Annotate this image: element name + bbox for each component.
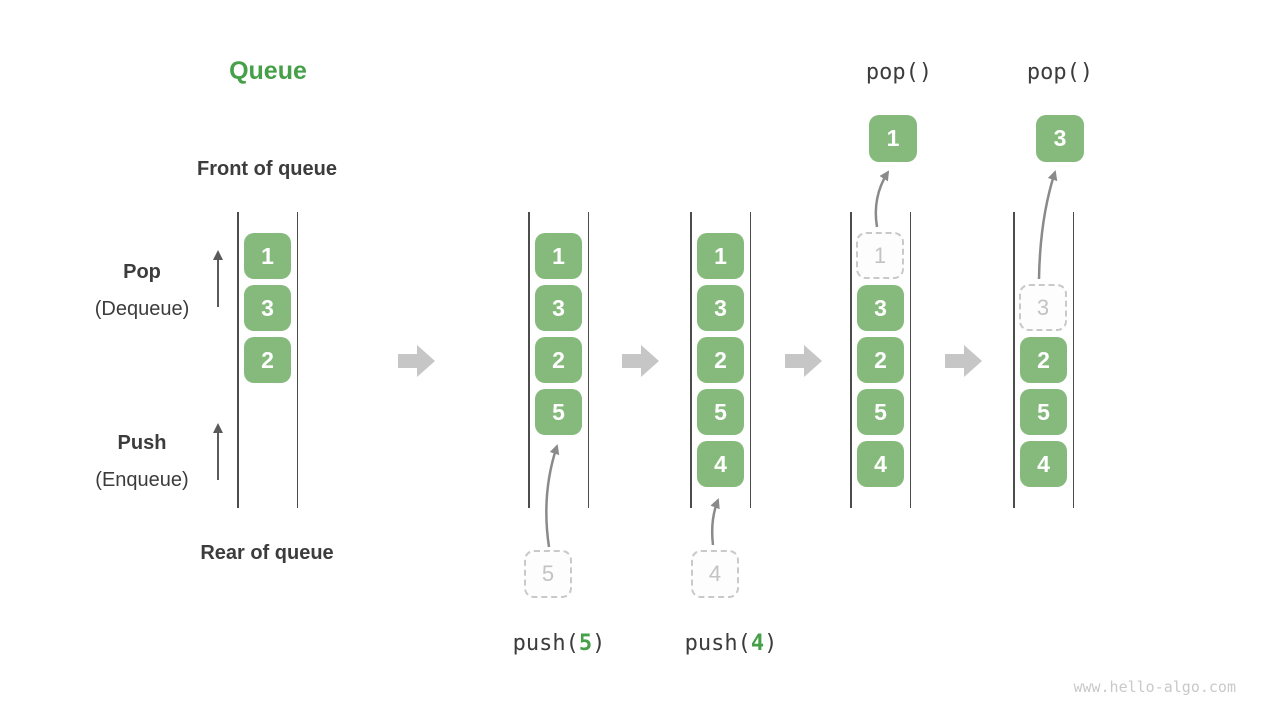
- left-rail: [237, 212, 239, 508]
- queue-state-5: 3 2 5 4: [1013, 212, 1074, 508]
- ghost-cell: 3: [1019, 284, 1067, 331]
- queue-cell: 2: [1020, 337, 1067, 383]
- queue-cell: 2: [857, 337, 904, 383]
- pop-call-label: pop(): [865, 60, 933, 85]
- queue-cell: 4: [857, 441, 904, 487]
- right-rail: [1072, 212, 1074, 508]
- left-rail: [1013, 212, 1015, 508]
- queue-cell: 5: [535, 389, 582, 435]
- queue-state-3: 1 3 2 5 4: [690, 212, 751, 508]
- right-rail: [909, 212, 911, 508]
- popped-cell: 1: [869, 115, 917, 162]
- queue-cell: 5: [697, 389, 744, 435]
- left-rail: [690, 212, 692, 508]
- transition-arrow-icon: [622, 345, 659, 377]
- push-label: Push: [117, 432, 167, 454]
- queue-cell: 5: [1020, 389, 1067, 435]
- left-rail: [850, 212, 852, 508]
- ghost-cell: 1: [856, 232, 904, 279]
- queue-cell: 1: [244, 233, 291, 279]
- right-rail: [296, 212, 298, 508]
- queue-cell: 3: [857, 285, 904, 331]
- queue-cell: 1: [697, 233, 744, 279]
- push-call-label: push(5): [484, 631, 634, 656]
- queue-cell: 4: [1020, 441, 1067, 487]
- staged-cell: 4: [691, 550, 739, 598]
- queue-state-4: 1 3 2 5 4: [850, 212, 911, 508]
- queue-state-1: 1 3 2: [237, 212, 298, 508]
- watermark: www.hello-algo.com: [1073, 678, 1236, 696]
- push-call-prefix: push(: [684, 631, 751, 656]
- front-of-queue-label: Front of queue: [197, 158, 337, 180]
- push-call-suffix: ): [592, 631, 606, 656]
- push-call-suffix: ): [764, 631, 778, 656]
- queue-cell: 3: [244, 285, 291, 331]
- pop-call-label: pop(): [1026, 60, 1094, 85]
- queue-cell: 4: [697, 441, 744, 487]
- transition-arrow-icon: [785, 345, 822, 377]
- push-call-arg: 4: [750, 631, 765, 656]
- transition-arrow-icon: [945, 345, 982, 377]
- queue-cell: 3: [697, 285, 744, 331]
- popped-cell: 3: [1036, 115, 1084, 162]
- pop-label: Pop: [123, 261, 161, 283]
- queue-cell: 1: [535, 233, 582, 279]
- queue-state-2: 1 3 2 5: [528, 212, 589, 508]
- transition-arrow-icon: [398, 345, 435, 377]
- right-rail: [587, 212, 589, 508]
- queue-cell: 2: [535, 337, 582, 383]
- queue-cell: 5: [857, 389, 904, 435]
- rear-of-queue-label: Rear of queue: [200, 542, 334, 564]
- queue-cell: 3: [535, 285, 582, 331]
- push-call-arg: 5: [578, 631, 593, 656]
- enqueue-label: (Enqueue): [95, 469, 189, 491]
- diagram-title: Queue: [229, 57, 307, 85]
- push-call-label: push(4): [656, 631, 806, 656]
- left-rail: [528, 212, 530, 508]
- push-call-prefix: push(: [512, 631, 579, 656]
- right-rail: [749, 212, 751, 508]
- staged-cell: 5: [524, 550, 572, 598]
- queue-cell: 2: [697, 337, 744, 383]
- queue-cell: 2: [244, 337, 291, 383]
- dequeue-label: (Dequeue): [94, 298, 190, 320]
